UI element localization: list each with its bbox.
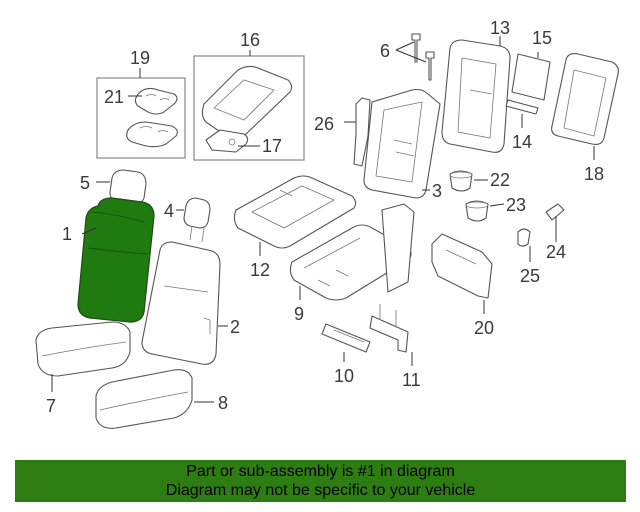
seat-cushion-frame-8[interactable]	[95, 369, 193, 429]
callout-11: 11	[402, 370, 421, 390]
callout-6: 6	[380, 41, 390, 61]
seat-back-frame-2[interactable]	[141, 241, 221, 365]
parts-diagram: 1 2 3 4 5 6 7 8 9 10 11 12 13 14 15 16 1…	[35, 18, 619, 429]
seat-cushion-7[interactable]	[35, 321, 131, 377]
callout-20: 20	[474, 318, 494, 338]
cup-23[interactable]	[465, 200, 489, 222]
callout-10: 10	[334, 366, 354, 386]
cup-holder-21[interactable]	[134, 87, 178, 115]
leader-6	[395, 41, 427, 63]
console-base-12[interactable]	[233, 175, 357, 249]
callout-23: 23	[506, 195, 526, 215]
callout-21: 21	[104, 87, 124, 107]
back-panel-13[interactable]	[441, 39, 511, 153]
cup-22[interactable]	[449, 170, 473, 192]
seat-track-riser[interactable]	[381, 203, 415, 293]
callout-1: 1	[62, 224, 72, 244]
bracket-10[interactable]	[321, 323, 371, 353]
callout-14: 14	[512, 132, 532, 152]
callout-17: 17	[262, 136, 282, 156]
callout-13: 13	[490, 18, 510, 38]
headrest-4[interactable]	[183, 197, 211, 229]
cup-holder-tray[interactable]	[126, 121, 178, 148]
back-cover-18[interactable]	[551, 53, 619, 145]
callout-16: 16	[240, 30, 260, 50]
seat-back-1[interactable]	[77, 197, 155, 323]
callout-25: 25	[520, 266, 540, 286]
inset-box-16	[193, 55, 305, 161]
inset-box-19	[96, 77, 186, 159]
back-frame-3[interactable]	[363, 88, 441, 199]
callout-18: 18	[584, 164, 604, 184]
lid-pad-17[interactable]	[205, 129, 249, 153]
callout-4: 4	[164, 201, 174, 221]
bolt-6b[interactable]	[425, 51, 435, 81]
banner-line-2: Diagram may not be specific to your vehi…	[165, 482, 476, 499]
pad-15[interactable]	[511, 53, 551, 101]
bracket-11[interactable]	[369, 315, 409, 353]
callout-8: 8	[218, 393, 228, 413]
callout-12: 12	[250, 260, 270, 280]
callout-3: 3	[432, 181, 442, 201]
callout-5: 5	[80, 173, 90, 193]
clip-24[interactable]	[545, 203, 565, 221]
info-banner: Part or sub-assembly is #1 in diagram Di…	[15, 460, 626, 502]
banner-line-1: Part or sub-assembly is #1 in diagram	[186, 463, 455, 480]
side-bracket-20[interactable]	[431, 233, 493, 299]
leader-1	[81, 227, 97, 235]
callout-19: 19	[130, 48, 150, 68]
callout-24: 24	[546, 242, 566, 262]
callout-15: 15	[532, 28, 552, 48]
bolt-6a[interactable]	[411, 33, 421, 63]
callout-26: 26	[314, 114, 334, 134]
clip-25[interactable]	[517, 228, 531, 247]
callout-22: 22	[490, 170, 510, 190]
callout-9: 9	[294, 304, 304, 324]
strip-14[interactable]	[505, 99, 539, 115]
callout-2: 2	[230, 317, 240, 337]
bracket-26[interactable]	[353, 97, 371, 167]
leader-23	[489, 203, 505, 207]
callout-7: 7	[46, 396, 56, 416]
console-lid-16[interactable]	[201, 65, 293, 139]
